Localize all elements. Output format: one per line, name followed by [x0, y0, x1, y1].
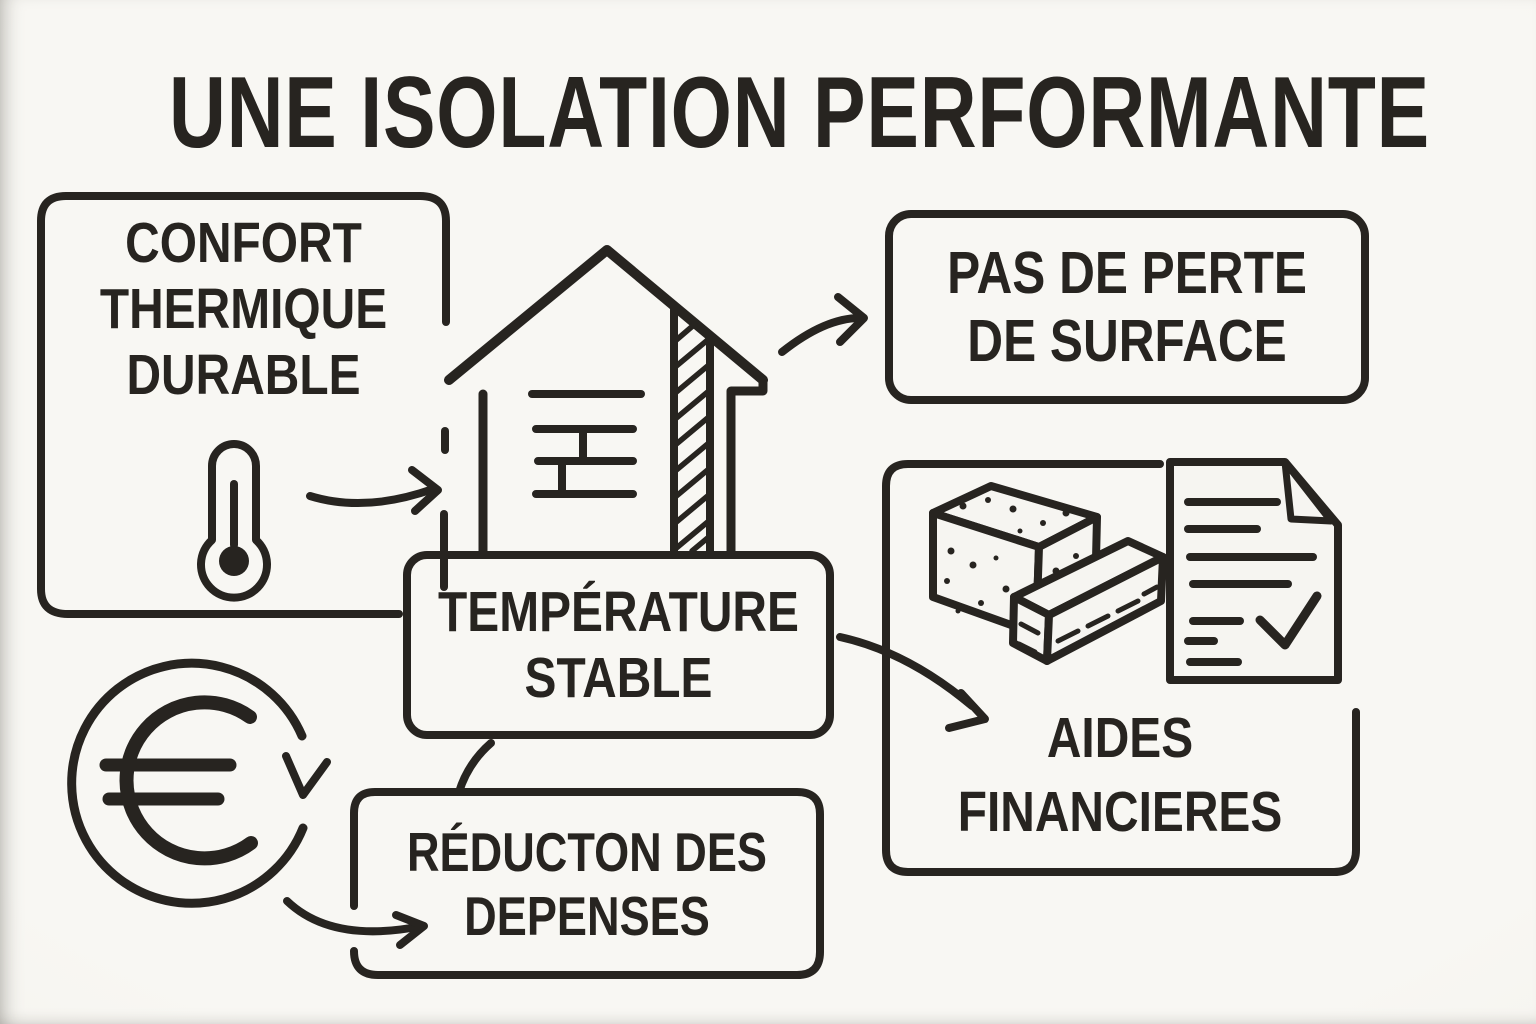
reduction-line-1: RÉDUCTON DES: [406, 820, 768, 883]
arrow-house-to-perte: [778, 293, 868, 356]
reduction-line-2: DEPENSES: [464, 884, 710, 947]
insulated-house-icon: [444, 245, 768, 556]
cycle-arrowhead-icon: [282, 752, 331, 799]
confort-line-3: DURABLE: [126, 343, 361, 407]
perte-box: PAS DE PERTE DE SURFACE: [927, 214, 1327, 400]
arrow-confort-to-house: [306, 466, 442, 515]
euro-sign-icon: [99, 695, 258, 866]
aides-box: AIDES FINANCIERES: [935, 700, 1305, 850]
perte-line-2: DE SURFACE: [967, 308, 1287, 374]
insulation-blocks-icon: [929, 482, 1167, 665]
euro-cycle-icon: [67, 658, 331, 908]
reduction-box: RÉDUCTON DES DEPENSES: [396, 792, 778, 975]
fiber-layer-lines: [1016, 584, 1160, 658]
confort-box: CONFORT THERMIQUE DURABLE: [73, 210, 413, 408]
temperature-box: TEMPÉRATURE STABLE: [438, 555, 799, 735]
document-text-lines: [1184, 498, 1317, 666]
connector-temperature-to-reduction: [455, 739, 495, 796]
confort-line-1: CONFORT: [125, 211, 362, 275]
document-checklist-icon: [1166, 458, 1342, 684]
brick-wall-icon: [528, 390, 645, 498]
checkmark-icon: [1255, 591, 1322, 650]
page-title: UNE ISOLATION PERFORMANTE: [168, 57, 1430, 169]
temperature-line-1: TEMPÉRATURE: [438, 580, 799, 644]
perte-line-1: PAS DE PERTE: [947, 240, 1307, 306]
aides-line-2: FINANCIERES: [957, 780, 1283, 844]
foam-speckles: [944, 497, 1089, 620]
thermometer-icon: [197, 440, 271, 602]
insulation-up-arrow-icon: [670, 305, 714, 555]
confort-line-2: THERMIQUE: [99, 277, 388, 341]
aides-line-1: AIDES: [1046, 706, 1194, 770]
temperature-line-2: STABLE: [524, 646, 713, 710]
